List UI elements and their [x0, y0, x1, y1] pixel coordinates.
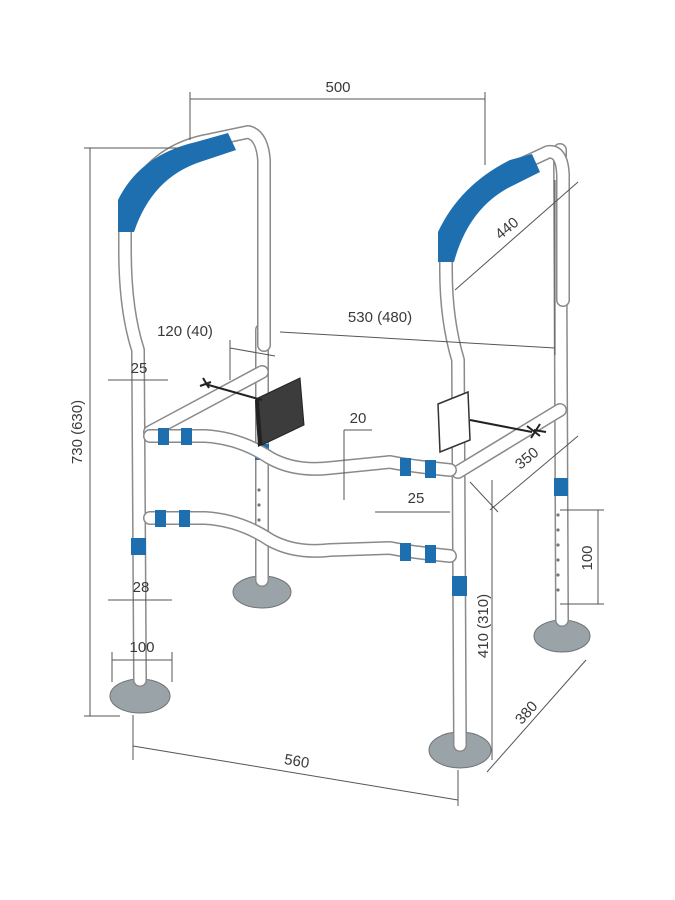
- dim-seat-height: 410 (310): [475, 594, 492, 658]
- dim-upper-tube: 25: [131, 360, 148, 377]
- left-armrest-pad: [118, 133, 236, 232]
- right-armrest-pad: [438, 154, 540, 262]
- dim-base-depth: 380: [512, 698, 541, 728]
- dim-bar-tube: 25: [408, 490, 425, 507]
- dim-bar-drop: 20: [350, 410, 367, 427]
- dim-adjust-range: 100: [579, 545, 596, 570]
- upper-crossbar: [143, 428, 457, 478]
- dim-side-depth: 350: [512, 444, 542, 473]
- lower-crossbar: [143, 510, 457, 563]
- left-frame: [118, 125, 271, 687]
- dim-base-width: 560: [283, 751, 310, 772]
- left-clamp-bracket: [199, 377, 305, 447]
- dim-lower-tube: 28: [133, 579, 150, 596]
- dim-armrest-offset: 120 (40): [157, 323, 213, 340]
- dim-inner-width: 530 (480): [348, 309, 412, 326]
- right-frame: [438, 144, 570, 752]
- dim-height: 730 (630): [69, 400, 86, 464]
- dim-top-width: 500: [325, 79, 350, 96]
- dim-foot-diameter: 100: [129, 639, 154, 656]
- dimension-lines: [84, 92, 604, 806]
- right-clamp-bracket: [437, 390, 547, 454]
- dim-armrest-length: 440: [492, 214, 522, 243]
